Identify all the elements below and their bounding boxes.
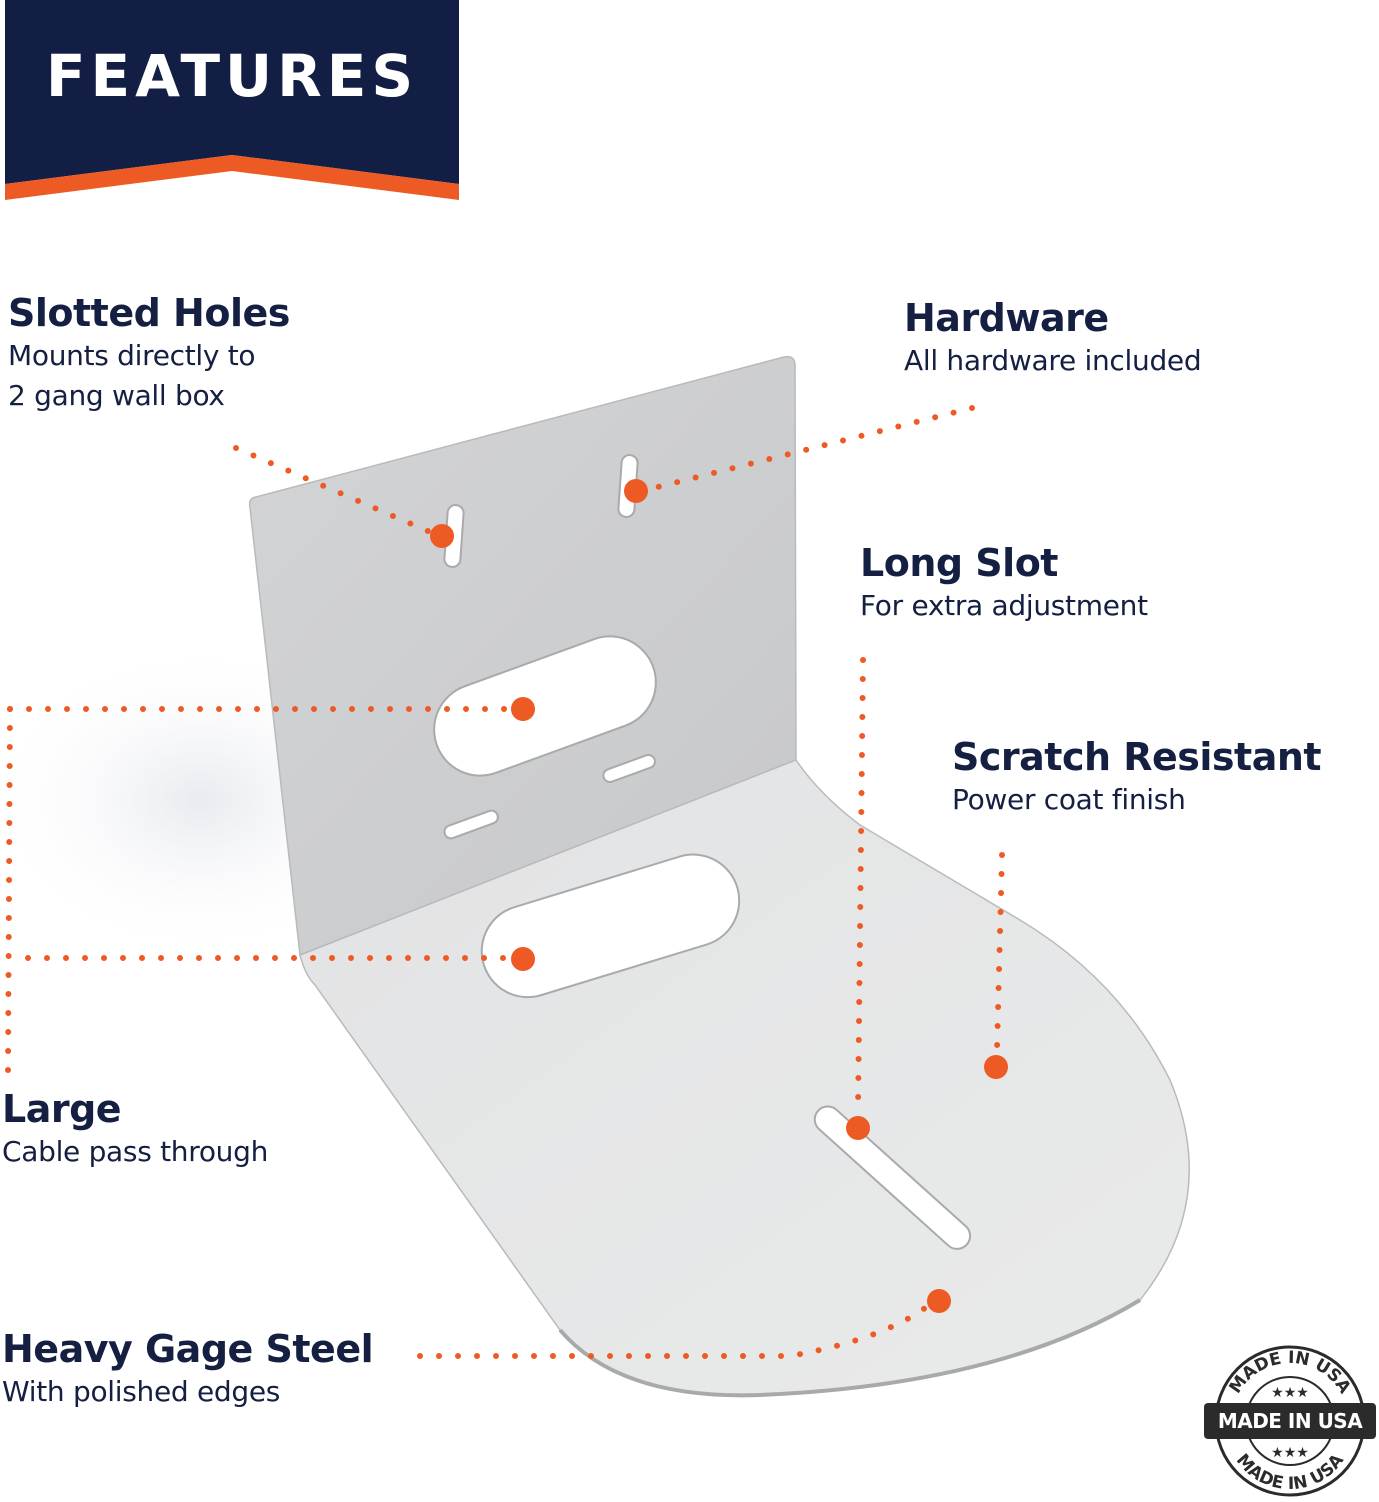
made-in-usa-badge: MADE IN USA MADE IN USA ★★★ ★★★ MADE IN … <box>1200 1345 1379 1497</box>
callout-dots <box>430 479 1008 1313</box>
dot-large-upper <box>511 697 535 721</box>
feature-desc: With polished edges <box>2 1374 281 1408</box>
leader-hardware <box>647 405 975 492</box>
feature-desc: 2 gang wall box <box>8 379 225 413</box>
feature-hardware: Hardware All hardware included <box>904 296 1202 381</box>
badge-band-text: MADE IN USA <box>1204 1403 1376 1439</box>
feature-desc: Mounts directly to <box>8 338 256 372</box>
leader-slotted-holes <box>233 445 433 535</box>
banner-shape <box>5 0 459 200</box>
feature-desc: Cable pass through <box>2 1134 269 1168</box>
feature-large: Large Cable pass through <box>2 1087 269 1172</box>
feature-desc: All hardware included <box>904 343 1202 377</box>
leader-long-slot <box>855 657 866 1115</box>
dot-long-slot <box>846 1116 870 1140</box>
features-banner: FEATURES <box>5 0 459 200</box>
dot-large-lower <box>511 947 535 971</box>
feature-title: Long Slot <box>860 541 1058 585</box>
leader-heavy-gage-steel <box>417 1305 928 1359</box>
horizontal-plate <box>299 759 1190 1398</box>
dot-hardware <box>624 479 648 503</box>
feature-title: Scratch Resistant <box>952 735 1322 779</box>
banner-title: FEATURES <box>45 42 419 110</box>
feature-title: Large <box>2 1087 122 1131</box>
svg-text:★★★: ★★★ <box>1271 1444 1309 1460</box>
feature-title: Heavy Gage Steel <box>2 1327 374 1371</box>
leader-scratch-resistant <box>994 852 1005 1053</box>
feature-title: Hardware <box>904 296 1109 340</box>
dot-heavy-gage-steel <box>927 1289 951 1313</box>
vertical-plate <box>248 355 797 957</box>
feature-scratch-resistant: Scratch Resistant Power coat finish <box>952 735 1322 820</box>
dot-slotted-holes <box>430 524 454 548</box>
svg-text:★★★: ★★★ <box>1271 1384 1309 1400</box>
feature-desc: Power coat finish <box>952 782 1186 816</box>
feature-slotted-holes: Slotted Holes Mounts directly to 2 gang … <box>8 291 290 417</box>
feature-long-slot: Long Slot For extra adjustment <box>860 541 1148 626</box>
dot-scratch-resistant <box>984 1055 1008 1079</box>
feature-heavy-gage-steel: Heavy Gage Steel With polished edges <box>2 1327 374 1412</box>
feature-desc: For extra adjustment <box>860 588 1148 622</box>
leader-lines <box>5 405 1005 1359</box>
feature-title: Slotted Holes <box>8 291 290 335</box>
